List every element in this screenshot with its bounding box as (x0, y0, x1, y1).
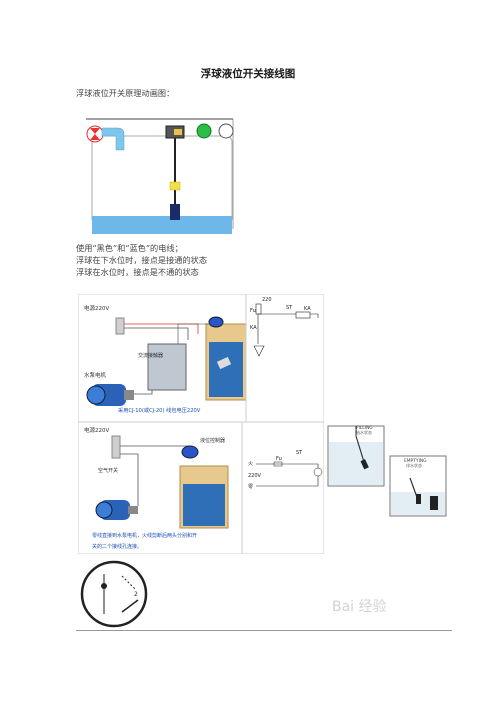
direct-wiring-diagram: 电源220V 空气开关 液位控制器 零线直接到水泵电机，火线剪断后两头分别和开 … (78, 422, 324, 554)
contactor-icon (147, 343, 187, 391)
float-controller-icon-2 (181, 445, 199, 459)
svg-text:火: 火 (248, 461, 253, 467)
wiring-note-1: 零线直接到水泵电机，火线剪断后两头分别和开 (92, 532, 197, 539)
svg-text:Fu: Fu (276, 456, 282, 462)
svg-text:排水状态: 排水状态 (406, 462, 422, 468)
svg-text:液位控制器: 液位控制器 (200, 437, 225, 444)
float-principle-diagram: 2 Bai 经验 (78, 556, 387, 630)
float-filling-icon (360, 459, 369, 470)
svg-text:FILLING: FILLING (356, 425, 373, 431)
lamp-off-icon (218, 123, 234, 139)
float-controller-icon (208, 316, 224, 328)
water-level (92, 216, 232, 234)
power-label-2: 电源220V (84, 426, 109, 434)
watermark: Bai 经验 (332, 599, 387, 615)
bottom-divider (76, 630, 452, 631)
power-label: 电源220V (84, 304, 109, 312)
svg-text:EMPTYING: EMPTYING (404, 458, 427, 464)
svg-text:ST: ST (286, 305, 293, 311)
pump-motor-icon (86, 384, 134, 406)
breaker-icon (115, 317, 125, 335)
svg-text:2: 2 (134, 591, 138, 598)
desc-line-3: 浮球在水位时，接点是不通的状态 (76, 267, 199, 277)
float-emptying-icon (416, 494, 421, 504)
lamp-on-icon (196, 123, 212, 139)
filling-emptying-diagram: FILLING 抽水状态 EMPTYING 排水状态 (327, 425, 447, 517)
svg-text:Fu: Fu (250, 308, 256, 314)
svg-text:空气开关: 空气开关 (98, 467, 118, 474)
contactor-note: 采用CJ-10(或CJ-20) 线包电压220V (118, 406, 201, 414)
motor-label: 水泵电机 (84, 371, 107, 379)
svg-text:KA: KA (304, 306, 311, 312)
air-switch-icon (111, 435, 121, 459)
svg-text:零: 零 (248, 484, 253, 490)
svg-text:220V: 220V (248, 473, 262, 479)
tank-water-2 (183, 484, 225, 526)
page-title: 浮球液位开关接线图 (200, 68, 296, 80)
wiring-note-2: 关的二个接线孔连接。 (92, 543, 142, 550)
tank-water (209, 342, 243, 397)
pipe-icon (101, 127, 125, 151)
float-low-icon (170, 204, 180, 220)
svg-text:KA: KA (250, 325, 257, 331)
desc-line-2: 浮球在下水位时，接点是接通的状态 (76, 255, 208, 265)
svg-text:220: 220 (262, 297, 272, 303)
float-icon (169, 181, 181, 191)
desc-line-1: 使用“黑色”和“蓝色”的电线； (76, 243, 183, 253)
contactor-label: 交流接触器 (138, 352, 163, 359)
float-switch-animation (86, 118, 234, 234)
fan-icon (86, 125, 104, 143)
intro-text: 浮球液位开关原理动画图： (76, 88, 175, 98)
svg-text:ST: ST (296, 450, 303, 456)
pump-motor-icon-2 (95, 500, 138, 520)
pump-icon (430, 496, 438, 510)
principle-dial-icon (80, 560, 148, 628)
svg-text:抽水状态: 抽水状态 (356, 429, 372, 435)
contactor-wiring-diagram: 电源220V 交流接触器 水泵电机 采用CJ-10(或CJ-20) 线包电压22… (78, 294, 324, 422)
